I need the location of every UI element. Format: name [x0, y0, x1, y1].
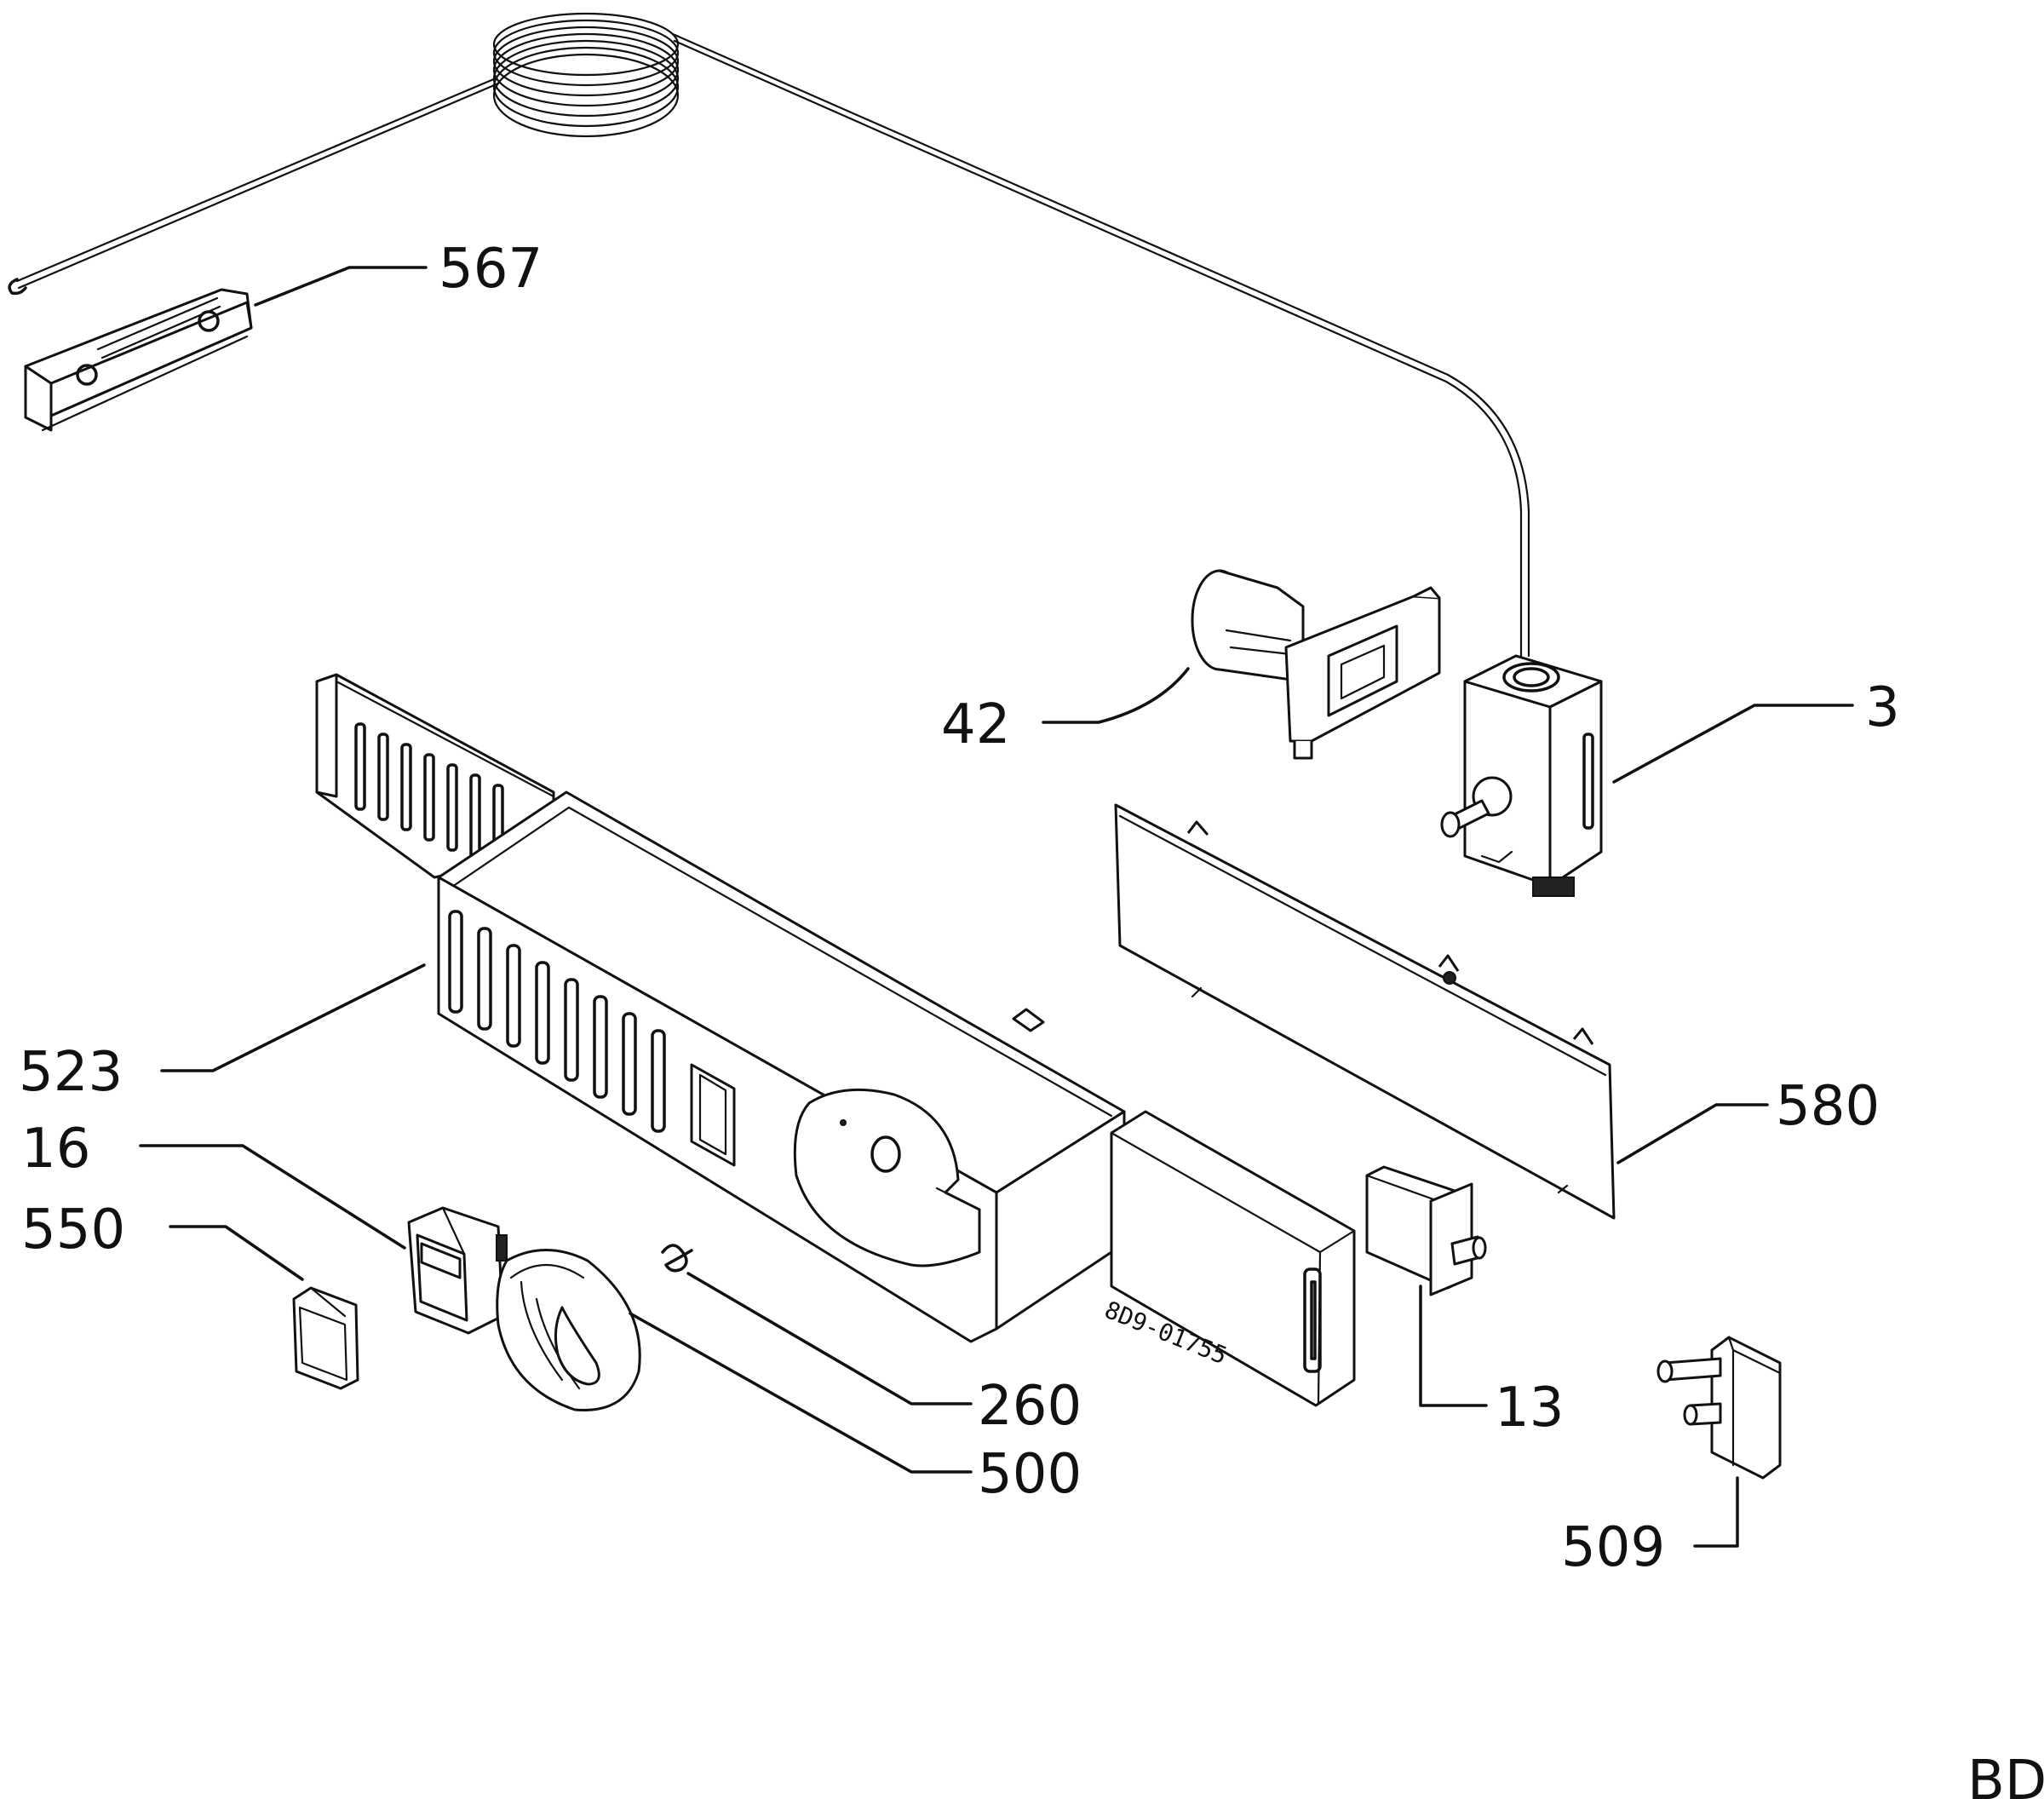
switch-cover-550	[292, 1286, 359, 1390]
leader-500	[629, 1312, 973, 1474]
control-panel-580	[1114, 803, 1616, 1220]
thermostat-3	[1440, 654, 1603, 897]
leader-567	[254, 266, 428, 307]
leader-lines	[139, 266, 1854, 1548]
sensor-clip-567	[24, 288, 253, 432]
label-3: 3	[1865, 676, 1900, 739]
leader-260	[686, 1272, 973, 1405]
label-42: 42	[941, 693, 1010, 756]
leader-3	[1612, 704, 1854, 784]
leader-550	[169, 1225, 304, 1281]
label-500: 500	[978, 1443, 1082, 1506]
lamp-cover: 8D9-01755	[1100, 1110, 1356, 1407]
capillary-tube-coil	[8, 12, 1530, 658]
label-567: 567	[439, 238, 543, 301]
rocker-switch-16	[407, 1206, 508, 1335]
corner-code: BD	[1967, 1750, 2044, 1799]
hinge-pin-509	[1656, 1336, 1782, 1480]
leader-580	[1616, 1103, 1769, 1164]
label-260: 260	[978, 1375, 1082, 1438]
leader-509	[1693, 1476, 1739, 1548]
leader-16	[139, 1144, 406, 1250]
part-labels: 567 42 3 523 16 550 580 260 500 13 509 B…	[19, 238, 2044, 1799]
label-509: 509	[1561, 1516, 1665, 1579]
label-523: 523	[19, 1041, 123, 1104]
leader-42	[1042, 667, 1190, 724]
label-550: 550	[21, 1198, 125, 1262]
label-580: 580	[1776, 1075, 1880, 1138]
label-16: 16	[21, 1118, 90, 1181]
housing-523	[315, 673, 1126, 1343]
control-knob-500	[496, 1249, 641, 1411]
spring-clip-260	[661, 1244, 693, 1273]
leader-13	[1419, 1285, 1488, 1407]
front-vent-slots	[448, 910, 666, 1133]
door-switch-13	[1365, 1165, 1487, 1296]
leader-523	[160, 963, 426, 1072]
label-13: 13	[1495, 1377, 1564, 1440]
lamp-holder-42	[1191, 569, 1441, 760]
